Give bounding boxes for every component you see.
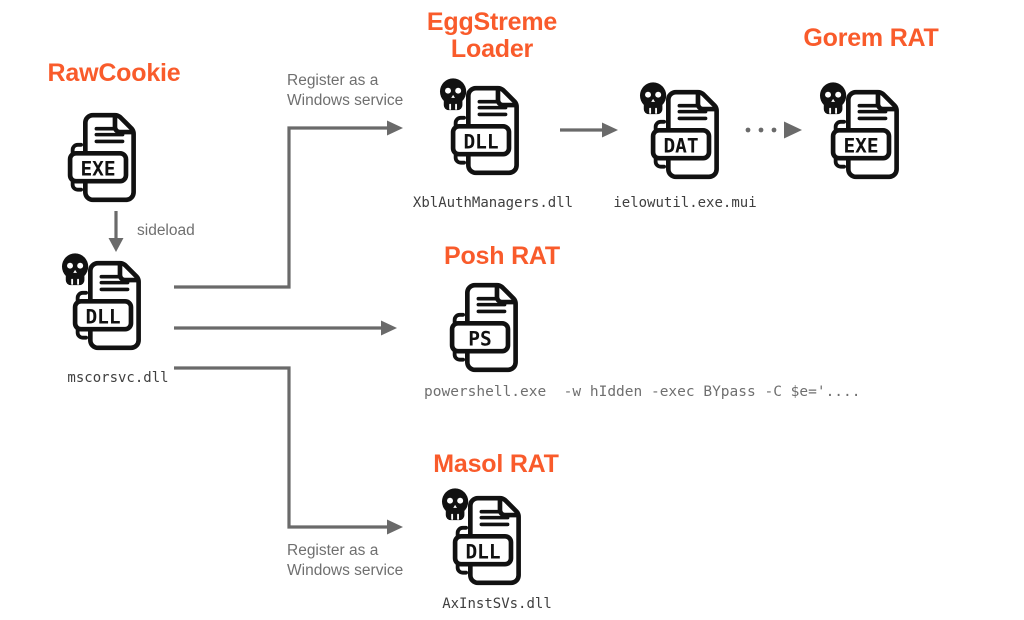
arrow-dotted-to-gorem <box>745 121 802 139</box>
skull-icon <box>639 82 667 115</box>
document-dat-icon: DAT <box>639 82 719 180</box>
mscorsvc-filename: mscorsvc.dll <box>67 370 169 386</box>
eggstreme-title-line2: Loader <box>450 35 534 63</box>
register-bottom-line2: Windows service <box>287 562 404 579</box>
arrow-to-dat <box>560 122 618 138</box>
document-exe-icon: EXE <box>819 82 899 180</box>
document-exe-icon: EXE <box>67 112 136 203</box>
register-service-label-top: Register as a Windows service <box>287 71 403 111</box>
arrow-to-eggstreme <box>174 120 403 289</box>
posh-command: powershell.exe -w hIdden -exec BYpass -C… <box>424 384 861 400</box>
posh-title: Posh RAT <box>444 242 560 270</box>
svg-text:DLL: DLL <box>465 540 500 563</box>
document-dll-icon: DLL <box>61 253 141 351</box>
svg-text:DLL: DLL <box>463 130 498 153</box>
mscorsvc-dll-file-icon: DLL <box>53 253 148 358</box>
skull-icon <box>819 82 847 115</box>
svg-text:DLL: DLL <box>85 305 120 328</box>
sideload-label: sideload <box>137 222 195 239</box>
masol-filename: AxInstSVs.dll <box>442 596 552 612</box>
register-top-line1: Register as a <box>287 72 379 89</box>
eggstreme-dll-file-icon: DLL <box>431 78 526 183</box>
document-dll-icon: DLL <box>441 488 521 586</box>
dat-file-icon: DAT <box>631 82 726 187</box>
svg-text:EXE: EXE <box>843 134 878 157</box>
svg-text:EXE: EXE <box>80 157 115 180</box>
eggstreme-filename: XblAuthManagers.dll <box>412 195 574 211</box>
arrow-to-masol <box>174 366 403 535</box>
svg-text:PS: PS <box>468 327 491 350</box>
rawcookie-exe-file-icon: EXE <box>48 105 143 210</box>
skull-icon <box>439 78 467 111</box>
register-service-label-bottom: Register as a Windows service <box>287 541 403 581</box>
arrow-sideload <box>108 211 124 252</box>
gorem-exe-file-icon: EXE <box>811 82 906 187</box>
svg-text:DAT: DAT <box>663 134 698 157</box>
gorem-title: Gorem RAT <box>803 24 939 52</box>
skull-icon <box>61 253 89 286</box>
masol-dll-file-icon: DLL <box>433 488 528 593</box>
eggstreme-title: EggStreme Loader <box>392 9 592 63</box>
arrow-to-posh <box>174 320 397 336</box>
register-bottom-line1: Register as a <box>287 542 379 559</box>
masol-title: Masol RAT <box>433 450 559 478</box>
posh-ps-file-icon: PS <box>430 275 525 380</box>
dat-filename: ielowutil.exe.mui <box>613 195 757 211</box>
rawcookie-title: RawCookie <box>47 59 181 87</box>
document-ps-icon: PS <box>449 282 518 373</box>
skull-icon <box>441 488 469 521</box>
document-dll-icon: DLL <box>439 78 519 176</box>
eggstreme-title-line1: EggStreme <box>426 8 558 36</box>
register-top-line2: Windows service <box>287 92 404 109</box>
